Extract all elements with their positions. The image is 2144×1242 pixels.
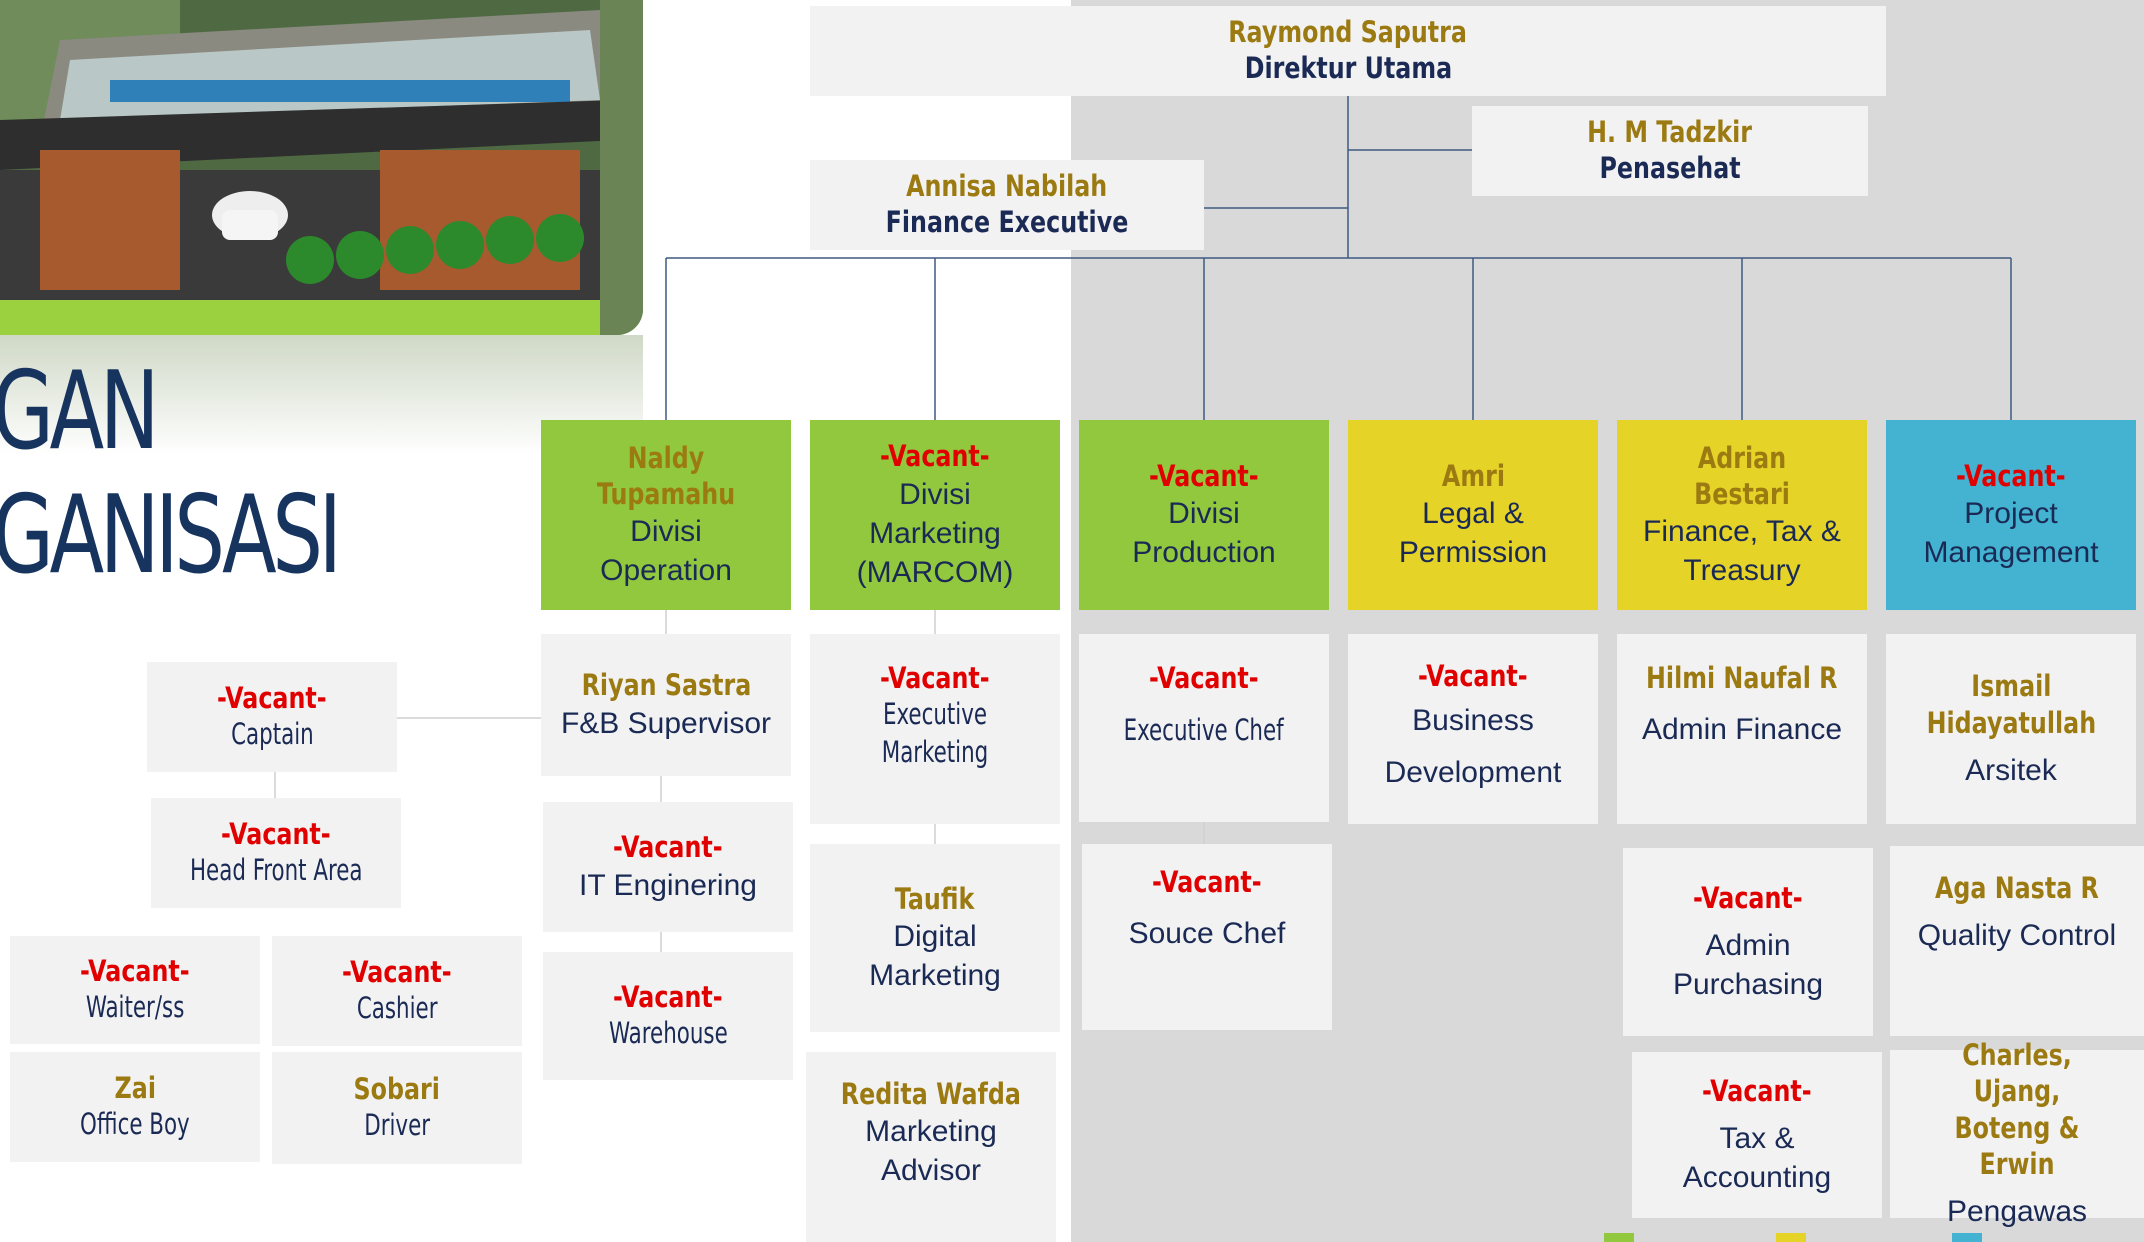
director-role: Direktur Utama <box>1244 51 1452 86</box>
staff-name: -Vacant- <box>613 830 723 865</box>
staff-name: Redita Wafda <box>840 1077 1022 1111</box>
finance-executive-name: Annisa Nabilah <box>906 169 1108 204</box>
division-project: -Vacant- Project Management <box>1886 420 2136 610</box>
staff-name: Taufik <box>895 881 975 916</box>
staff-role: F&B Supervisor <box>560 706 772 740</box>
staff-role: Tax & Accounting <box>1682 1122 1832 1195</box>
souce-chef-box: -Vacant- Souce Chef <box>1082 844 1332 1030</box>
finance-executive-role: Finance Executive <box>885 205 1129 240</box>
admin-finance-box: Hilmi Naufal R Admin Finance <box>1617 634 1867 824</box>
advisor-name: H. M Tadzkir <box>1587 115 1753 150</box>
legend-yellow-swatch <box>1776 1233 1806 1242</box>
division-title: Divisi Marketing (MARCOM) <box>856 477 1014 589</box>
staff-name: -Vacant- <box>1152 865 1262 899</box>
staff-role: Digital Marketing <box>869 920 1001 993</box>
staff-name: -Vacant- <box>1418 659 1528 694</box>
business-development-box: -Vacant- Business Development <box>1348 634 1598 824</box>
staff-role: Cashier <box>356 991 438 1026</box>
quality-control-box: Aga Nasta R Quality Control <box>1890 846 2144 1036</box>
executive-marketing-box: -Vacant- Executive Marketing <box>810 634 1060 824</box>
digital-marketing-box: Taufik Digital Marketing <box>810 844 1060 1032</box>
building-illustration <box>0 0 643 335</box>
arsitek-box: Ismail Hidayatullah Arsitek <box>1886 634 2136 824</box>
finance-executive-box: Annisa Nabilah Finance Executive <box>810 160 1204 250</box>
head-front-area-box: -Vacant- Head Front Area <box>151 798 401 908</box>
building-photo <box>0 0 643 335</box>
marketing-advisor-box: Redita Wafda Marketing Advisor <box>806 1052 1056 1242</box>
division-head-name: Amri <box>1441 458 1505 493</box>
director-name: Raymond Saputra <box>1228 15 1468 50</box>
legend-green-swatch <box>1604 1233 1634 1242</box>
staff-role: Business Development <box>1384 703 1562 790</box>
staff-role: Souce Chef <box>1128 917 1286 951</box>
staff-name: -Vacant- <box>613 980 723 1015</box>
advisor-role: Penasehat <box>1599 151 1741 186</box>
director-box: Raymond Saputra Direktur Utama <box>810 6 1886 96</box>
staff-name: Riyan Sastra <box>581 668 751 703</box>
executive-chef-box: -Vacant- Executive Chef <box>1079 634 1329 822</box>
division-head-name: Naldy Tupamahu <box>596 440 736 511</box>
staff-role: Warehouse <box>608 1016 728 1051</box>
office-boy-box: Zai Office Boy <box>10 1052 260 1162</box>
captain-box: -Vacant- Captain <box>147 662 397 772</box>
staff-role: Driver <box>364 1108 430 1143</box>
division-finance: Adrian Bestari Finance, Tax & Treasury <box>1617 420 1867 610</box>
division-title: Legal & Permission <box>1398 497 1548 570</box>
division-operation: Naldy Tupamahu Divisi Operation <box>541 420 791 610</box>
division-legal: Amri Legal & Permission <box>1348 420 1598 610</box>
advisor-box: H. M Tadzkir Penasehat <box>1472 106 1868 196</box>
cashier-box: -Vacant- Cashier <box>272 936 522 1046</box>
page-title-line2: GANISASI <box>0 473 342 598</box>
division-title: Project Management <box>1923 497 2099 570</box>
staff-name: Zai <box>114 1071 156 1106</box>
staff-role: Waiter/ss <box>85 990 185 1025</box>
staff-role: Marketing Advisor <box>865 1115 997 1188</box>
staff-name: Sobari <box>353 1072 441 1107</box>
legend-blue-swatch <box>1952 1233 1982 1242</box>
staff-name: -Vacant- <box>217 681 327 716</box>
staff-role: Office Boy <box>80 1107 190 1142</box>
driver-box: Sobari Driver <box>272 1052 522 1164</box>
staff-name: -Vacant- <box>1702 1073 1812 1108</box>
division-production: -Vacant- Divisi Production <box>1079 420 1329 610</box>
staff-role: Arsitek <box>1965 753 2057 787</box>
staff-role: Executive Marketing <box>881 697 989 769</box>
staff-name: -Vacant- <box>1693 880 1803 915</box>
staff-name: -Vacant- <box>80 954 190 989</box>
staff-role: Head Front Area <box>189 853 363 888</box>
admin-purchasing-box: -Vacant- Admin Purchasing <box>1623 848 1873 1036</box>
staff-role: Admin Purchasing <box>1672 929 1824 1002</box>
staff-name: Aga Nasta R <box>1935 871 2099 905</box>
staff-name: Charles, Ujang, Boteng & Erwin <box>1954 1038 2080 1181</box>
staff-name: -Vacant- <box>1149 661 1259 695</box>
staff-role: Admin Finance <box>1641 713 1843 747</box>
tax-accounting-box: -Vacant- Tax & Accounting <box>1632 1052 1882 1218</box>
division-head-name: Adrian Bestari <box>1694 440 1790 511</box>
division-head-name: -Vacant- <box>880 439 990 474</box>
staff-name: Ismail Hidayatullah <box>1926 669 2096 740</box>
waiter-box: -Vacant- Waiter/ss <box>10 936 260 1044</box>
staff-role: IT Enginering <box>579 868 757 902</box>
warehouse-box: -Vacant- Warehouse <box>543 952 793 1080</box>
pengawas-box: Charles, Ujang, Boteng & Erwin Pengawas <box>1890 1038 2144 1228</box>
staff-name: Hilmi Naufal R <box>1646 661 1838 695</box>
photo-reflection <box>0 335 643 455</box>
staff-role: Pengawas <box>1946 1195 2088 1228</box>
staff-role: Executive Chef <box>1123 713 1285 748</box>
it-engineering-box: -Vacant- IT Enginering <box>543 802 793 932</box>
division-title: Divisi Operation <box>600 515 732 588</box>
staff-name: -Vacant- <box>880 661 990 695</box>
division-title: Finance, Tax & Treasury <box>1643 515 1841 588</box>
division-head-name: -Vacant- <box>1149 458 1259 493</box>
staff-role: Quality Control <box>1917 919 2117 953</box>
staff-name: -Vacant- <box>221 817 331 852</box>
division-title: Divisi Production <box>1132 497 1276 570</box>
page-title-line1: GAN <box>0 349 160 474</box>
fb-supervisor-box: Riyan Sastra F&B Supervisor <box>541 634 791 776</box>
division-head-name: -Vacant- <box>1956 458 2066 493</box>
division-marketing: -Vacant- Divisi Marketing (MARCOM) <box>810 420 1060 610</box>
staff-role: Captain <box>230 717 314 752</box>
staff-name: -Vacant- <box>342 955 452 990</box>
